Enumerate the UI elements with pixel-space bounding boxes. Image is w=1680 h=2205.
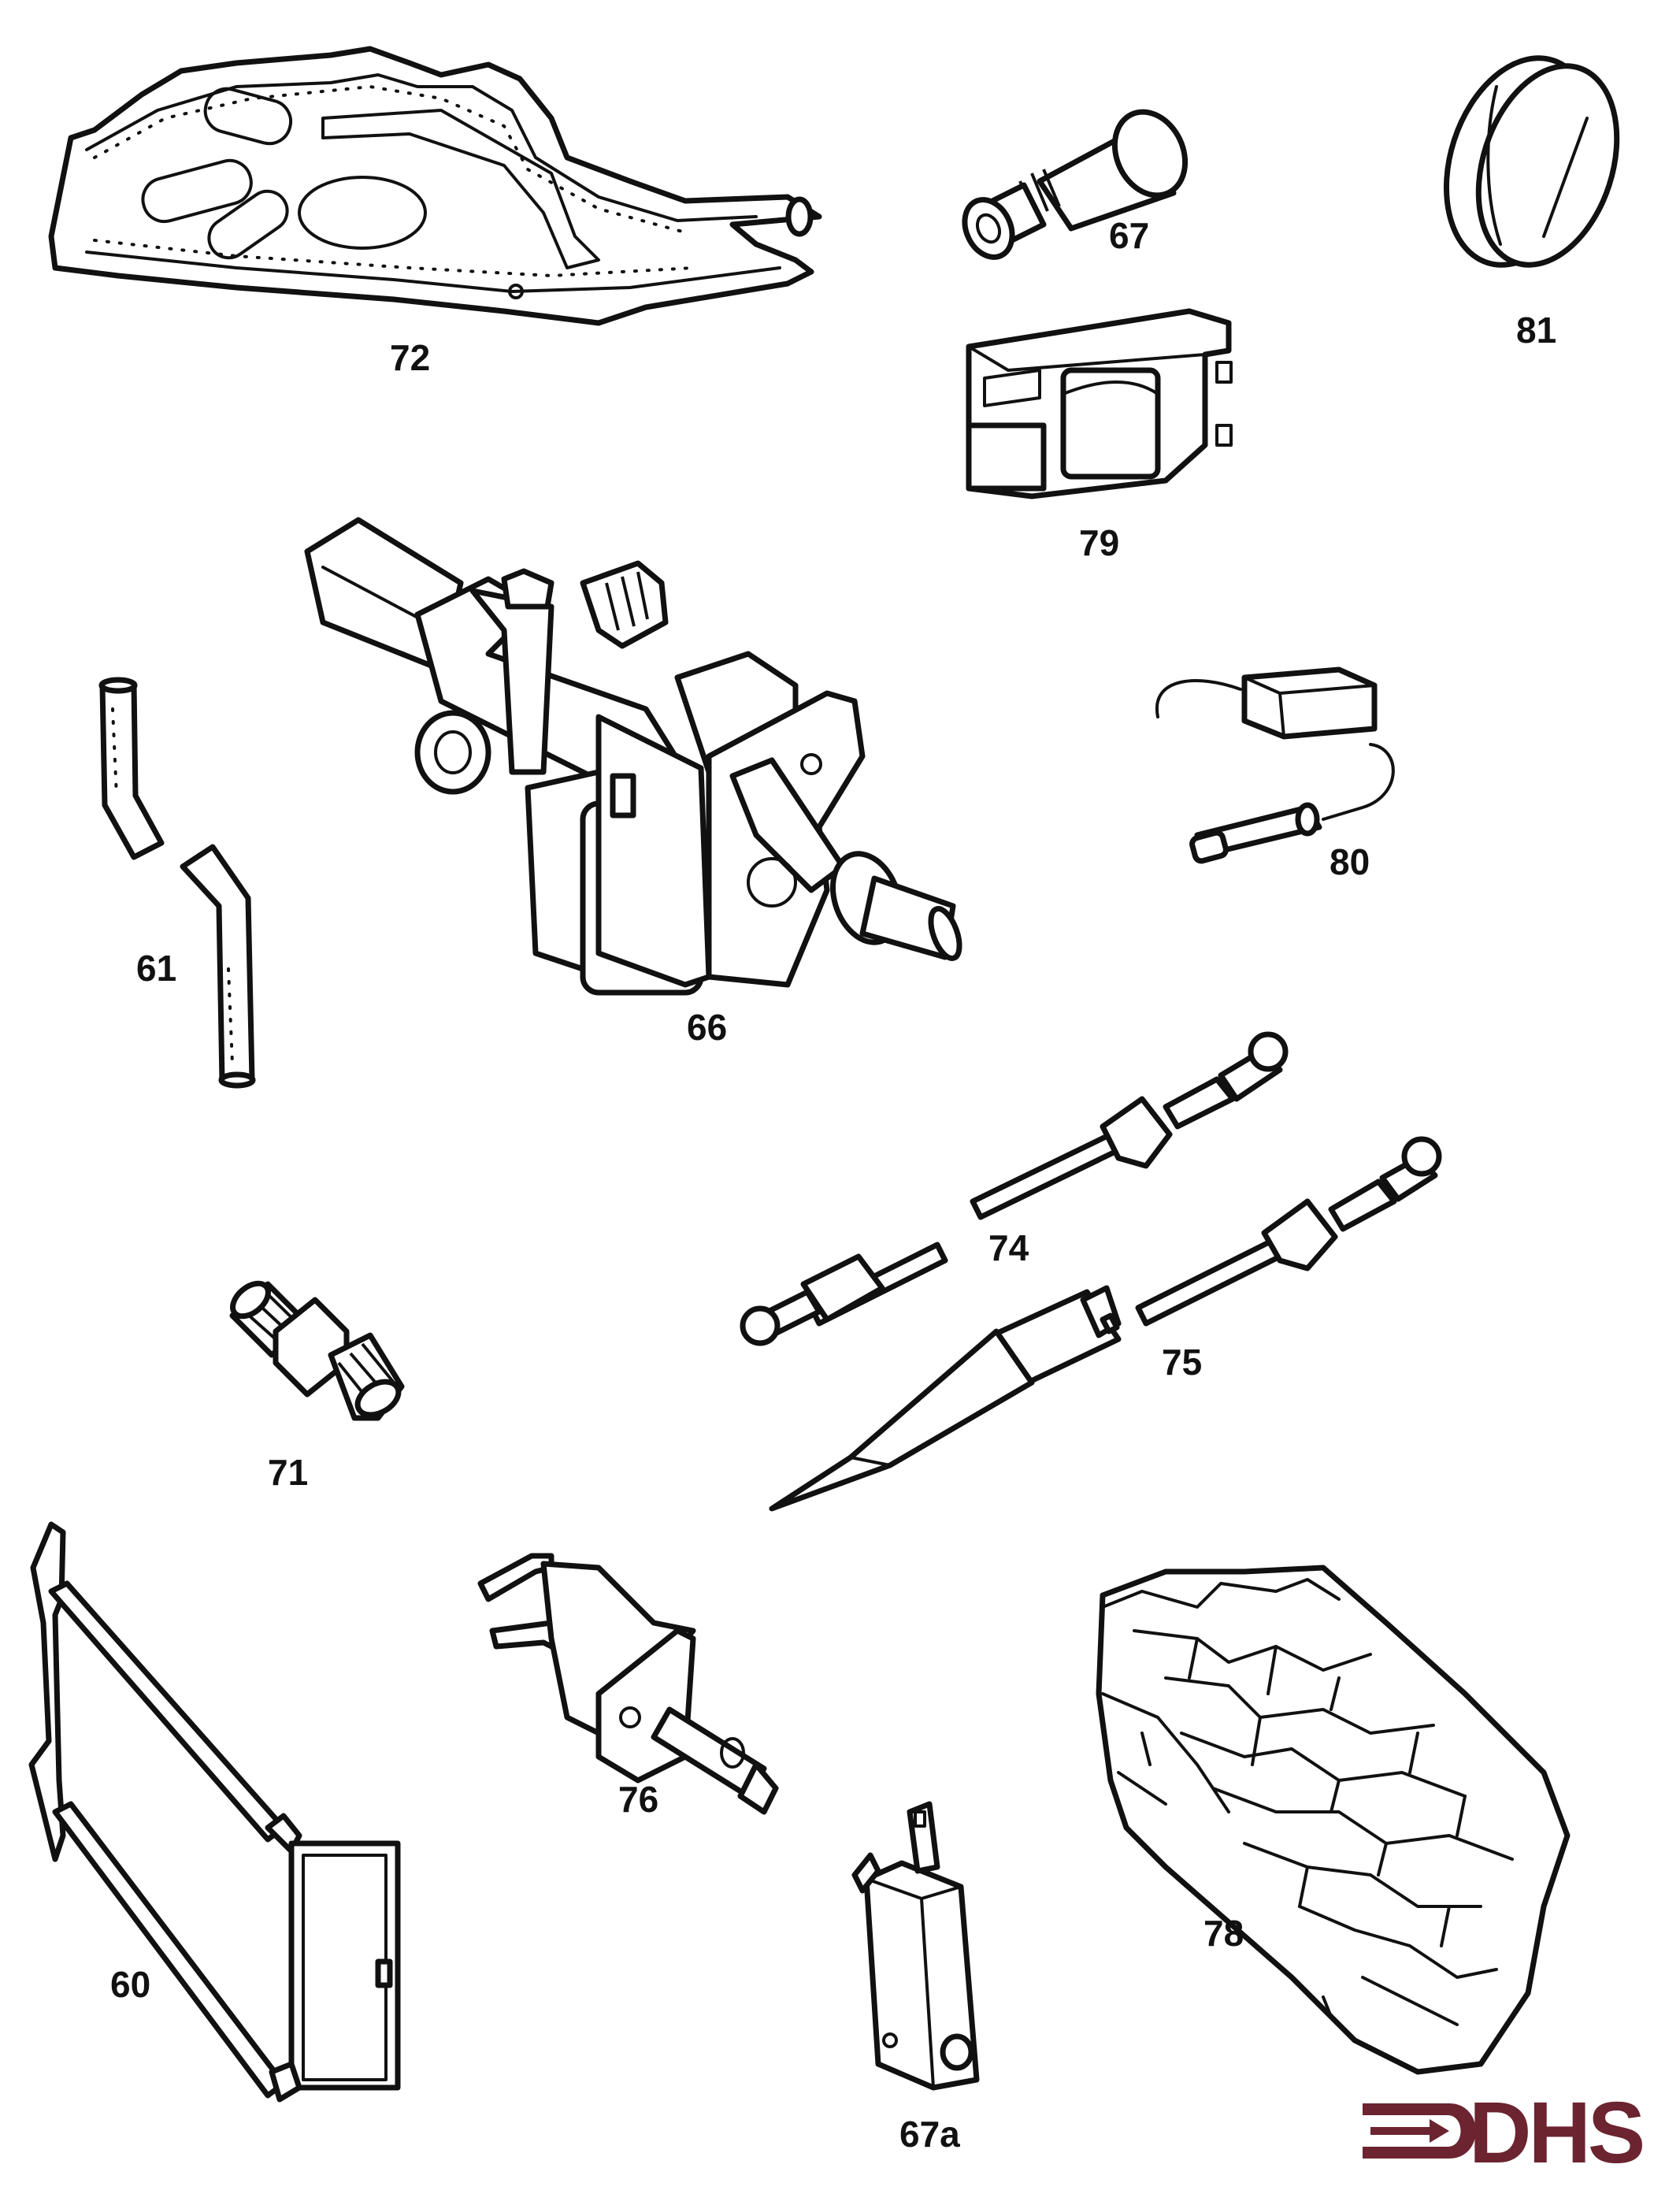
part-label-79: 79 <box>1079 522 1119 563</box>
part-label-76: 76 <box>618 1779 658 1820</box>
microswitch-icon <box>851 1801 980 2091</box>
injector-plug-icon <box>962 109 1189 260</box>
union-nipple-icon <box>229 1280 405 1421</box>
coal-bed-icon <box>1096 1565 1571 2075</box>
part-label-74: 74 <box>988 1227 1029 1268</box>
frame-bracket-icon <box>28 1521 401 2103</box>
gas-valve-icon <box>304 517 962 996</box>
logo-text: DHS <box>1469 2084 1643 2181</box>
part-label-67: 67 <box>1109 215 1149 256</box>
transformer-icon <box>966 308 1233 499</box>
thermocouple-long-icon <box>769 1136 1442 1512</box>
control-knob-icon <box>1443 55 1620 268</box>
manifold-plate-icon <box>48 46 822 326</box>
part-label-61: 61 <box>136 948 176 989</box>
part-label-67a: 67a <box>899 2114 960 2155</box>
part-label-80: 80 <box>1330 841 1370 882</box>
part-label-71: 71 <box>268 1452 308 1493</box>
part-label-81: 81 <box>1516 310 1556 351</box>
pilot-burner-icon <box>477 1553 779 1815</box>
part-label-72: 72 <box>390 337 430 378</box>
thermocouple-short-icon <box>740 1031 1289 1346</box>
part-label-78: 78 <box>1203 1913 1244 1954</box>
part-label-66: 66 <box>687 1007 727 1048</box>
bent-tube-icon <box>98 677 256 1089</box>
part-label-75: 75 <box>1162 1342 1202 1383</box>
wire-lead-icon <box>1155 666 1395 864</box>
part-label-60: 60 <box>110 1964 150 2005</box>
dhs-logo-icon: DHS <box>1363 2084 1646 2181</box>
